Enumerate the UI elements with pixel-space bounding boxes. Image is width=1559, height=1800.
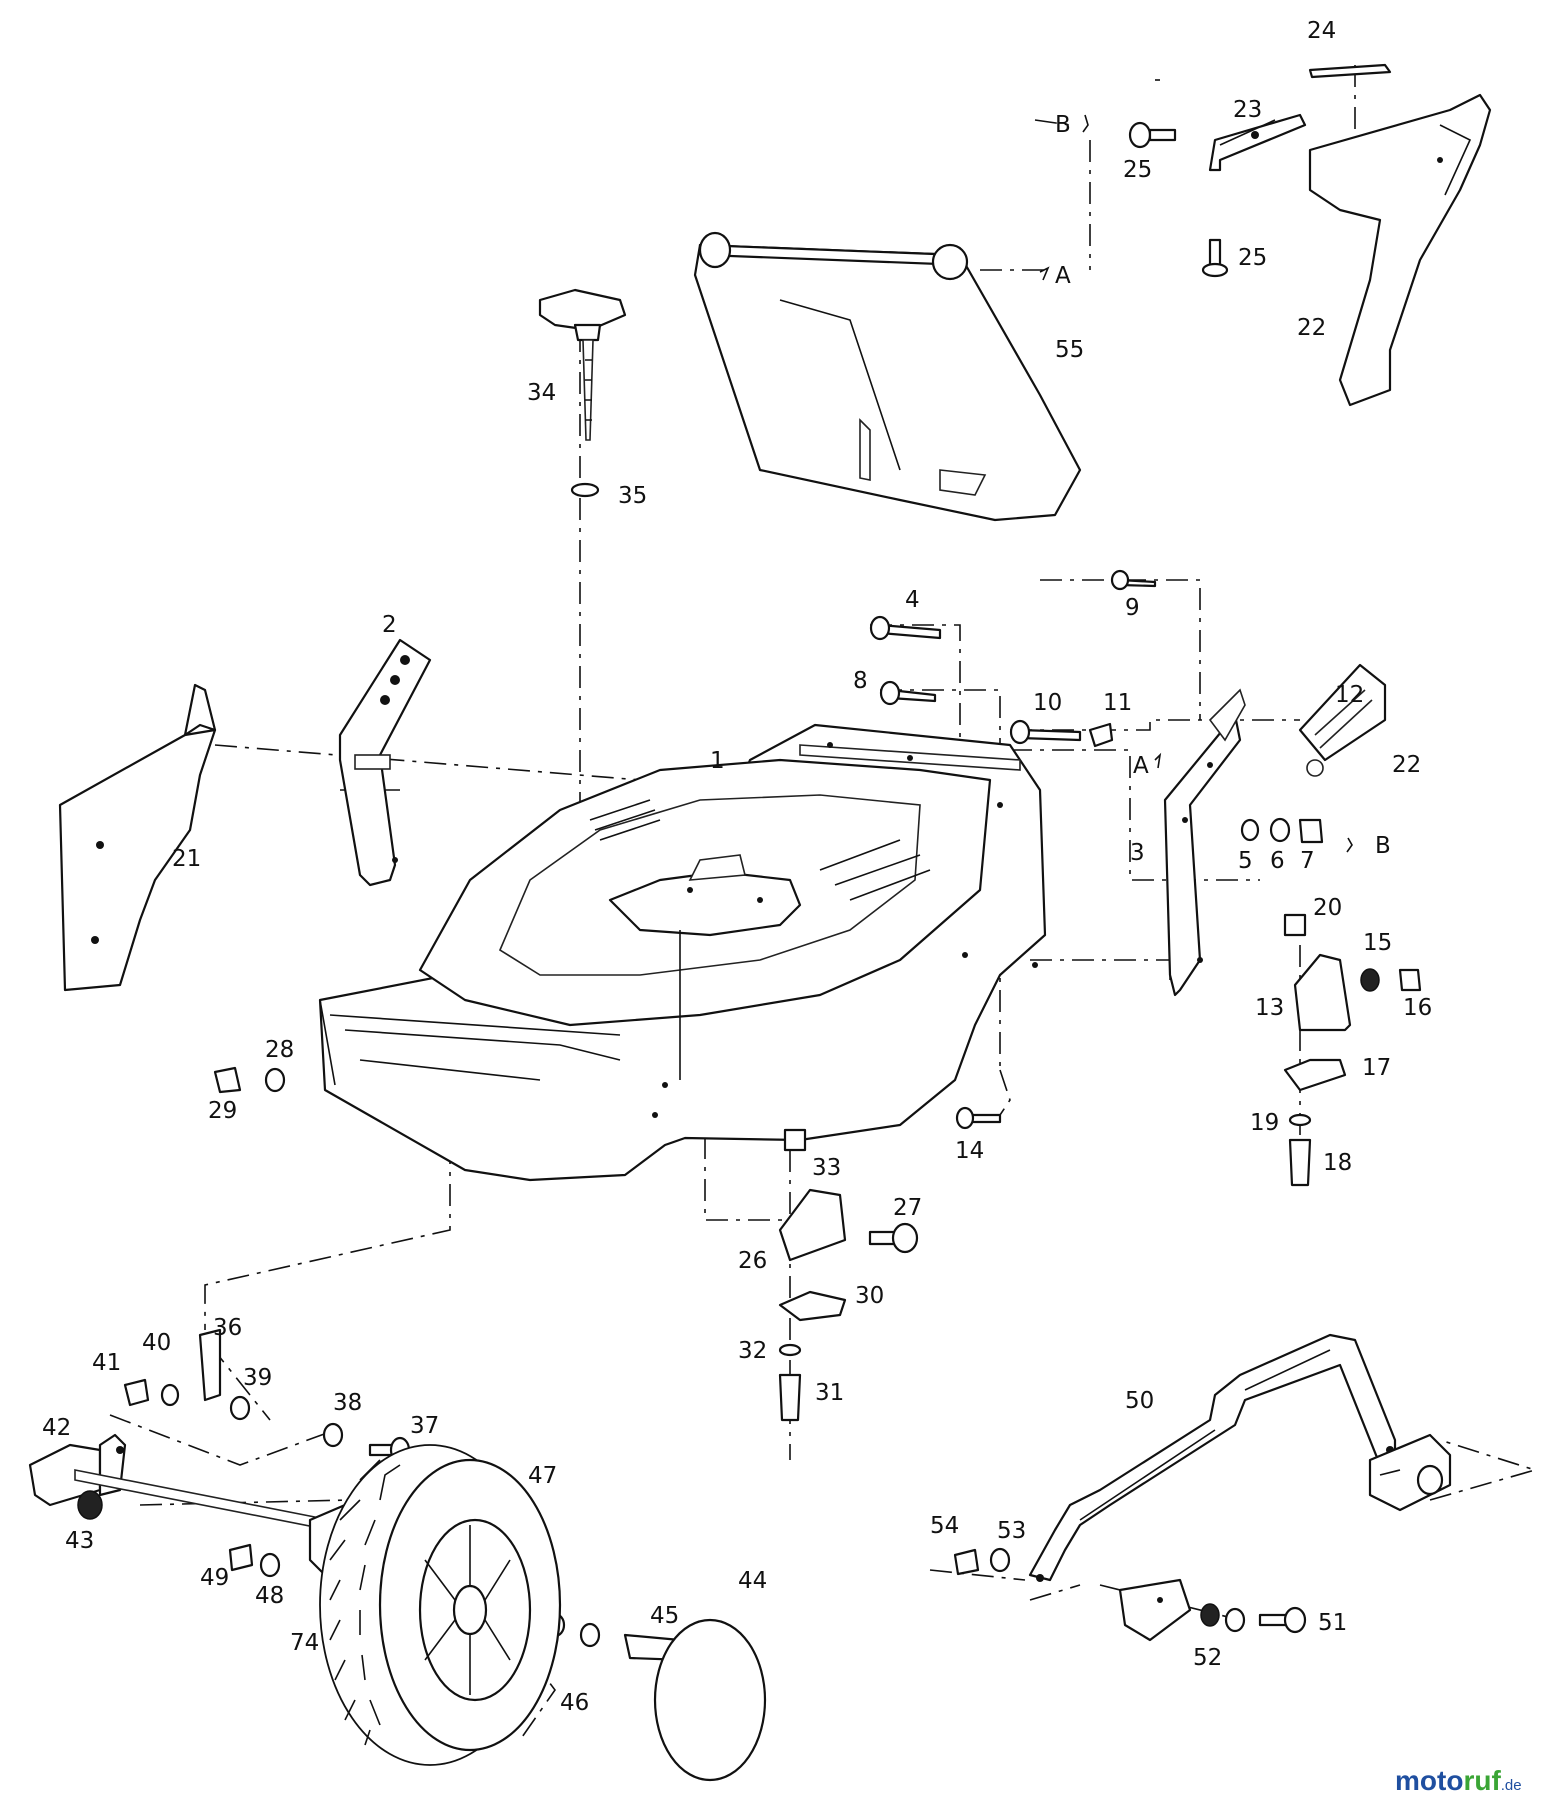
callout-31: 31	[815, 1380, 844, 1406]
rear-wheel	[319, 1444, 562, 1766]
callout-33: 33	[812, 1155, 841, 1181]
callout-22b: 22	[1392, 752, 1421, 778]
callout-40: 40	[142, 1330, 171, 1356]
watermark-suffix: .de	[1501, 1777, 1522, 1794]
reference-letters: A A B B	[1039, 112, 1391, 859]
callout-27: 27	[893, 1195, 922, 1221]
callout-14: 14	[955, 1138, 984, 1164]
callout-32: 32	[738, 1338, 767, 1364]
callout-7: 7	[1300, 848, 1315, 874]
callout-16: 16	[1403, 995, 1432, 1021]
top-bracket	[1208, 113, 1307, 172]
callout-19: 19	[1250, 1110, 1279, 1136]
callout-45: 45	[650, 1603, 679, 1629]
handle-bracket-left	[1118, 1578, 1192, 1642]
callout-39: 39	[243, 1365, 272, 1391]
callout-46: 46	[560, 1690, 589, 1716]
ref-a-mid: A	[1133, 753, 1149, 779]
screws-and-nuts	[123, 121, 1422, 1664]
watermark-moto: moto	[1395, 1765, 1463, 1796]
callout-2: 2	[382, 612, 397, 638]
callout-3: 3	[1130, 840, 1145, 866]
clamp-part	[1298, 663, 1387, 777]
left-side-cover	[58, 683, 217, 992]
callout-41: 41	[92, 1350, 121, 1376]
handle-bracket-right	[1368, 1433, 1452, 1512]
callout-28: 28	[265, 1037, 294, 1063]
callout-22: 22	[1297, 315, 1326, 341]
callout-23: 23	[1233, 97, 1262, 123]
callout-6: 6	[1270, 848, 1285, 874]
callout-11: 11	[1103, 690, 1132, 716]
rubber-strip	[1308, 63, 1392, 79]
callout-labels: 1 2 3 4 5 6 7 8 9 10 11 12 13 14 15 16 1…	[42, 18, 1432, 1716]
callout-29: 29	[208, 1098, 237, 1124]
callout-35: 35	[618, 483, 647, 509]
callout-25b: 25	[1238, 245, 1267, 271]
bracket-right	[1163, 688, 1246, 997]
callout-1: 1	[710, 748, 725, 774]
hub-cap	[653, 1618, 767, 1782]
callout-42: 42	[42, 1415, 71, 1441]
callout-55: 55	[1055, 337, 1084, 363]
callout-4: 4	[905, 587, 920, 613]
callout-9: 9	[1125, 595, 1140, 621]
rear-cover	[1308, 93, 1492, 407]
callout-51: 51	[1318, 1610, 1347, 1636]
callout-50: 50	[1125, 1388, 1154, 1414]
callout-18: 18	[1323, 1150, 1352, 1176]
callout-54: 54	[930, 1513, 959, 1539]
callout-10: 10	[1033, 690, 1062, 716]
watermark-ruf: ruf	[1463, 1765, 1501, 1796]
callout-21: 21	[172, 846, 201, 872]
rear-axle	[28, 1433, 367, 1577]
callout-25a: 25	[1123, 157, 1152, 183]
ref-b-top: B	[1055, 112, 1071, 138]
callout-34: 34	[527, 380, 556, 406]
ref-b-mid: B	[1375, 833, 1391, 859]
washer	[570, 482, 600, 498]
callout-26: 26	[738, 1248, 767, 1274]
callout-30: 30	[855, 1283, 884, 1309]
callout-37: 37	[410, 1413, 439, 1439]
bracket-left	[338, 638, 432, 887]
callout-12: 12	[1335, 682, 1364, 708]
ref-a-top: A	[1055, 263, 1071, 289]
callout-47: 47	[528, 1463, 557, 1489]
callout-24: 24	[1307, 18, 1336, 44]
callout-43: 43	[65, 1528, 94, 1554]
callout-36: 36	[213, 1315, 242, 1341]
grass-deflector-flap	[693, 231, 1082, 522]
callout-52: 52	[1193, 1645, 1222, 1671]
callout-48: 48	[255, 1583, 284, 1609]
callout-38: 38	[333, 1390, 362, 1416]
callout-15: 15	[1363, 930, 1392, 956]
height-adjust-knob	[538, 288, 627, 441]
svg-text:motoruf.de: motoruf.de	[1395, 1765, 1522, 1796]
callout-20: 20	[1313, 895, 1342, 921]
callout-53: 53	[997, 1518, 1026, 1544]
mower-deck	[318, 723, 1047, 1182]
callout-44: 44	[738, 1568, 767, 1594]
callout-74: 74	[290, 1630, 319, 1656]
callout-5: 5	[1238, 848, 1253, 874]
callout-13: 13	[1255, 995, 1284, 1021]
callout-17: 17	[1362, 1055, 1391, 1081]
callout-49: 49	[200, 1565, 229, 1591]
handle-bar	[1028, 1333, 1397, 1582]
watermark-logo: motoruf.de	[1395, 1765, 1522, 1796]
callout-8: 8	[853, 668, 868, 694]
